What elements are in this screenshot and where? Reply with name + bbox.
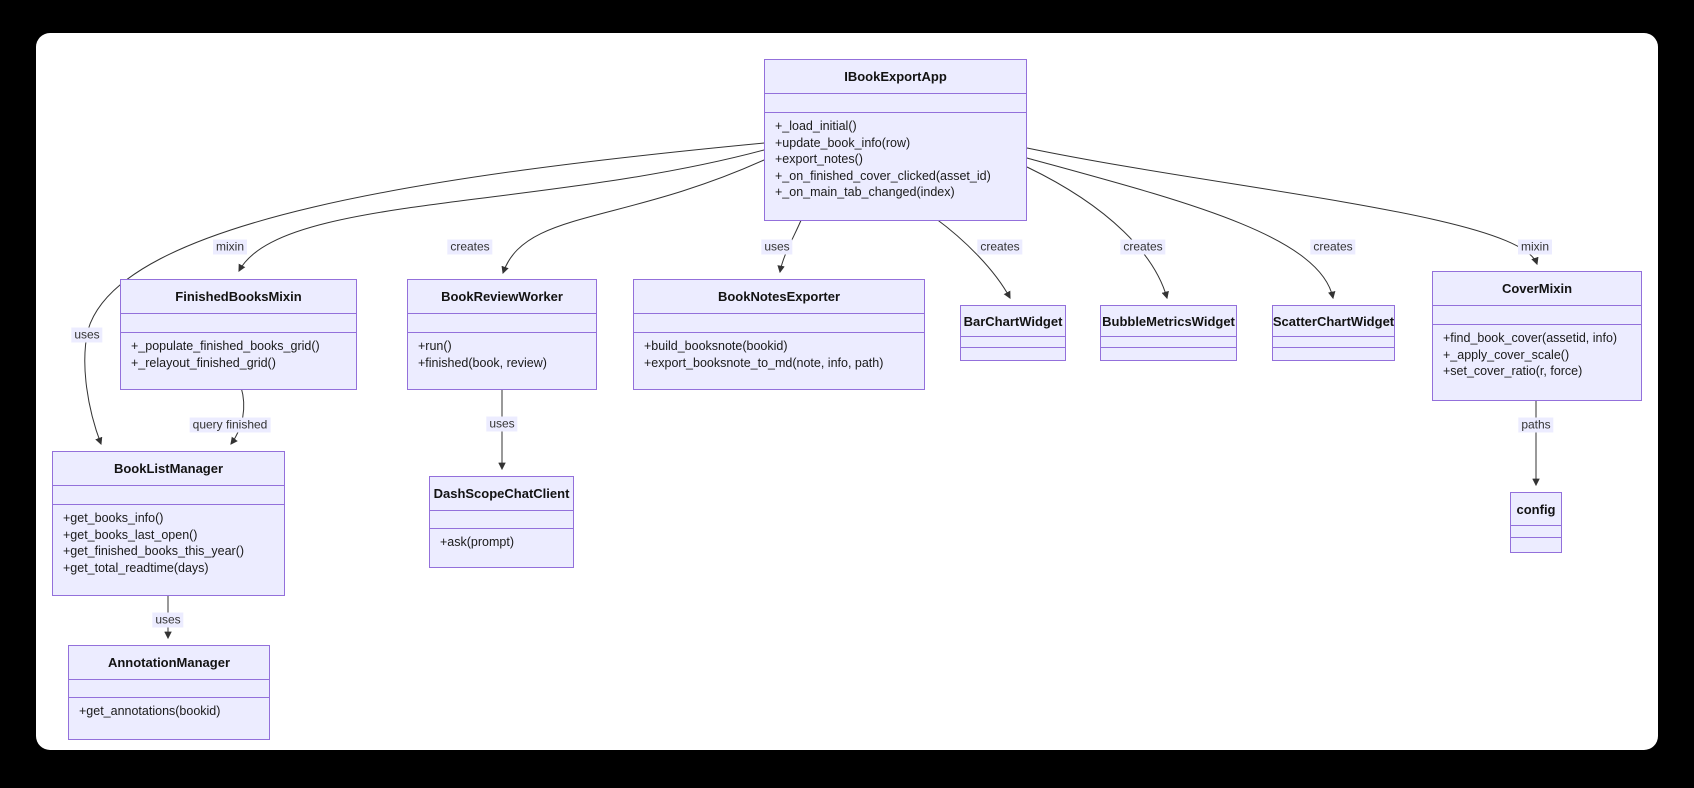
methods-compartment bbox=[961, 348, 1065, 359]
method-item: +export_notes() bbox=[775, 152, 863, 166]
edge-label-book-list-manager-annotation-manager: uses bbox=[152, 612, 184, 628]
class-box-finished-books-mixin: FinishedBooksMixin +_populate_finished_bo… bbox=[120, 279, 357, 390]
edge-label-ibook-export-app-cover-mixin: mixin bbox=[1517, 239, 1553, 255]
edge-label-ibook-export-app-book-review-worker: creates bbox=[447, 239, 493, 255]
method-item: +_on_main_tab_changed(index) bbox=[775, 185, 955, 199]
attributes-compartment bbox=[121, 314, 356, 333]
class-title: IBookExportApp bbox=[765, 60, 1026, 94]
method-item: +build_booksnote(bookid) bbox=[644, 339, 788, 353]
class-title: BookListManager bbox=[53, 452, 284, 486]
method-item: +ask(prompt) bbox=[440, 535, 514, 549]
attributes-compartment bbox=[1101, 337, 1236, 348]
class-box-annotation-manager: AnnotationManager +get_annotations(bookid… bbox=[68, 645, 270, 740]
attributes-compartment bbox=[1433, 306, 1641, 325]
class-box-cover-mixin: CoverMixin +find_book_cover(assetid, info… bbox=[1432, 271, 1642, 401]
relationship-edge-ibook-export-app-bar-chart-widget bbox=[934, 217, 1011, 299]
method-item: +get_finished_books_this_year() bbox=[63, 544, 245, 558]
method-item: +_on_finished_cover_clicked(asset_id) bbox=[775, 168, 991, 183]
class-title: BookReviewWorker bbox=[408, 280, 596, 314]
attributes-compartment bbox=[765, 94, 1026, 113]
method-item: +finished(book, review) bbox=[418, 355, 547, 370]
class-box-config: config bbox=[1510, 492, 1562, 553]
method-item: +_populate_finished_books_grid() bbox=[131, 339, 320, 353]
method-item: +set_cover_ratio(r, force) bbox=[1443, 364, 1583, 378]
methods-compartment bbox=[1273, 348, 1394, 359]
class-title: ScatterChartWidget bbox=[1273, 306, 1394, 337]
class-title: AnnotationManager bbox=[69, 646, 269, 680]
methods-compartment: +get_books_info() +get_books_last_open() +… bbox=[53, 505, 284, 594]
edge-label-ibook-export-app-bar-chart-widget: creates bbox=[977, 239, 1023, 255]
method-item: +export_booksnote_to_md(note, info, path… bbox=[644, 355, 884, 370]
method-item: +get_books_info() bbox=[63, 511, 164, 525]
methods-compartment: +_load_initial() +update_book_info(row) +e… bbox=[765, 113, 1026, 219]
attributes-compartment bbox=[1511, 526, 1561, 538]
method-item: +get_total_readtime(days) bbox=[63, 560, 209, 575]
class-title: BarChartWidget bbox=[961, 306, 1065, 337]
method-item: +_apply_cover_scale() bbox=[1443, 347, 1570, 362]
attributes-compartment bbox=[634, 314, 924, 333]
class-box-bubble-metrics-widget: BubbleMetricsWidget bbox=[1100, 305, 1237, 361]
attributes-compartment bbox=[430, 511, 573, 529]
method-item: +find_book_cover(assetid, info) bbox=[1443, 331, 1618, 345]
method-item: +get_books_last_open() bbox=[63, 527, 198, 542]
methods-compartment: +run() +finished(book, review) bbox=[408, 333, 596, 388]
class-box-book-notes-exporter: BookNotesExporter +build_booksnote(bookid… bbox=[633, 279, 925, 390]
class-title: BookNotesExporter bbox=[634, 280, 924, 314]
class-box-bar-chart-widget: BarChartWidget bbox=[960, 305, 1066, 361]
attributes-compartment bbox=[408, 314, 596, 333]
method-item: +get_annotations(bookid) bbox=[79, 704, 221, 718]
relationship-edge-ibook-export-app-finished-books-mixin bbox=[238, 149, 765, 272]
class-box-book-review-worker: BookReviewWorker +run() +finished(book, re… bbox=[407, 279, 597, 390]
relationship-edge-ibook-export-app-scatter-chart-widget bbox=[1026, 157, 1336, 300]
edge-label-ibook-export-app-finished-books-mixin: mixin bbox=[212, 239, 248, 255]
edge-label-ibook-export-app-book-notes-exporter: uses bbox=[761, 239, 793, 255]
method-item: +run() bbox=[418, 339, 452, 353]
attributes-compartment bbox=[1273, 337, 1394, 348]
class-title: FinishedBooksMixin bbox=[121, 280, 356, 314]
class-box-scatter-chart-widget: ScatterChartWidget bbox=[1272, 305, 1395, 361]
method-item: +_relayout_finished_grid() bbox=[131, 355, 276, 370]
class-title: config bbox=[1511, 493, 1561, 526]
class-box-ibook-export-app: IBookExportApp +_load_initial() +update_bo… bbox=[764, 59, 1027, 221]
relationship-edge-ibook-export-app-bubble-metrics-widget bbox=[1026, 166, 1169, 300]
method-item: +update_book_info(row) bbox=[775, 135, 911, 150]
methods-compartment: +find_book_cover(assetid, info) +_apply_c… bbox=[1433, 325, 1641, 399]
edge-label-book-review-worker-dash-scope-chat-client: uses bbox=[486, 416, 518, 432]
class-title: BubbleMetricsWidget bbox=[1101, 306, 1236, 337]
methods-compartment bbox=[1511, 538, 1561, 551]
method-item: +_load_initial() bbox=[775, 119, 857, 133]
relationship-edge-ibook-export-app-book-list-manager bbox=[84, 142, 765, 446]
class-box-dash-scope-chat-client: DashScopeChatClient +ask(prompt) bbox=[429, 476, 574, 568]
class-title: CoverMixin bbox=[1433, 272, 1641, 306]
class-box-book-list-manager: BookListManager+get_books_info()+get_boo… bbox=[52, 451, 285, 596]
methods-compartment: +get_annotations(bookid) bbox=[69, 698, 269, 738]
relationship-edge-finished-books-mixin-book-list-manager bbox=[230, 386, 245, 445]
edge-label-ibook-export-app-bubble-metrics-widget: creates bbox=[1120, 239, 1166, 255]
methods-compartment: +build_booksnote(bookid) +export_booksnot… bbox=[634, 333, 924, 388]
edge-label-ibook-export-app-book-list-manager: uses bbox=[71, 327, 103, 343]
class-title: DashScopeChatClient bbox=[430, 477, 573, 511]
methods-compartment: +ask(prompt) bbox=[430, 529, 573, 566]
relationship-edge-ibook-export-app-book-review-worker bbox=[501, 159, 765, 275]
attributes-compartment bbox=[69, 680, 269, 698]
edge-label-ibook-export-app-scatter-chart-widget: creates bbox=[1310, 239, 1356, 255]
methods-compartment: +_populate_finished_books_grid() +_relayo… bbox=[121, 333, 356, 388]
methods-compartment bbox=[1101, 348, 1236, 359]
edge-label-cover-mixin-config: paths bbox=[1518, 417, 1554, 433]
attributes-compartment bbox=[961, 337, 1065, 348]
relationship-edge-ibook-export-app-cover-mixin bbox=[1026, 147, 1539, 266]
attributes-compartment bbox=[53, 486, 284, 505]
edge-label-finished-books-mixin-book-list-manager: query finished bbox=[189, 417, 271, 433]
